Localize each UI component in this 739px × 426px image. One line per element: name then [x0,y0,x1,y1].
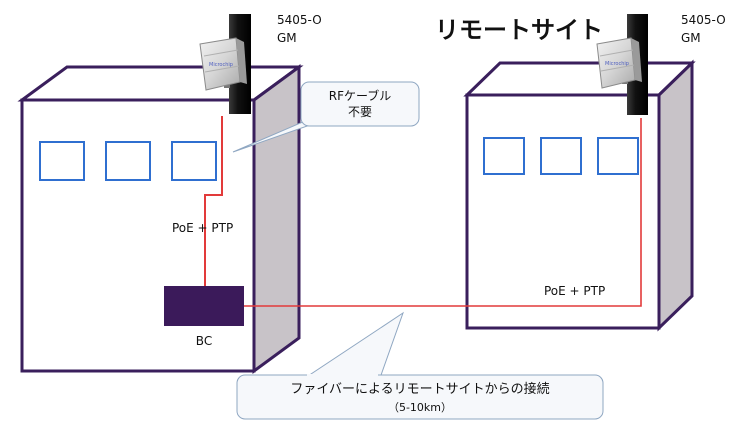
rf-callout-line1: RFケーブル [329,88,392,103]
fiber-callout-pointer [303,311,404,379]
cables [204,116,642,307]
left-building [17,64,304,374]
rf-callout [232,81,420,153]
right-antenna-assembly: Microchip [596,14,648,115]
bc-label: BC [196,334,212,348]
left-building-front [20,98,256,373]
left-window-1 [39,141,85,181]
right-window-2 [540,137,582,175]
rf-callout-box [300,81,420,127]
right-building-roof [463,61,696,97]
svg-text:Microchip: Microchip [209,62,233,68]
right-building-side [657,59,694,332]
poe-right-label: PoE + PTP [544,284,605,298]
fiber-callout-line2: （5-10km） [388,401,452,414]
right-window-3 [597,137,639,175]
gm-left-model: 5405-O [277,13,322,27]
left-window-2 [105,141,151,181]
svg-text:Microchip: Microchip [605,61,629,67]
bc-box [164,286,244,326]
gm-right-role: GM [681,31,701,45]
fiber-callout-box [236,374,604,420]
poe-left-label: PoE + PTP [172,221,233,235]
left-building-side [252,64,301,374]
left-poe-cable [204,116,223,286]
left-building-roof [17,65,304,102]
antenna-unit-icon: Microchip [596,37,642,89]
right-window-1 [483,137,525,175]
antenna-unit-icon: Microchip [199,37,247,91]
rf-callout-line2: 不要 [348,105,372,119]
fiber-callout-line1: ファイバーによるリモートサイトからの接続 [290,381,549,397]
left-window-3 [171,141,217,181]
fiber-callout [236,311,604,420]
gm-right-model: 5405-O [681,13,726,27]
fiber-cable [244,118,642,307]
site-title: リモートサイト [435,16,603,44]
left-antenna-assembly: Microchip [199,14,251,114]
gm-left-role: GM [277,31,297,45]
right-building-front [465,93,661,330]
